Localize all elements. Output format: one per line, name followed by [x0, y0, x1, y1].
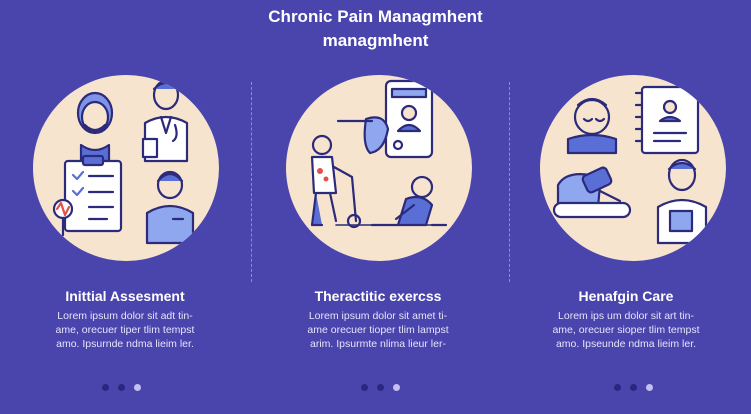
- description-line: amo. Ipsurnde ndma lieim ler.: [56, 338, 194, 350]
- dot: [361, 384, 368, 391]
- description-line: amo. Ipseunde ndma lieim ler.: [555, 338, 697, 350]
- dot: [102, 384, 109, 391]
- pagination-dots: [102, 384, 141, 391]
- dot-active: [646, 384, 653, 391]
- patient-icon: [656, 158, 708, 245]
- description-line: Lorem ipsum dolor sit amet ti-: [308, 310, 448, 322]
- home-care-illustration: [540, 75, 726, 261]
- description-line: Lorem ips um dolor sit art tin-: [558, 310, 694, 322]
- step-description: Lorem ipsum dolor sit adt tin- ame, orec…: [0, 309, 250, 351]
- dot-active: [134, 384, 141, 391]
- step-initial-assessment: Inittial Assesment Lorem ipsum dolor sit…: [0, 0, 250, 414]
- step-description: Lorem ipsum dolor sit amet ti- ame orecu…: [253, 309, 503, 351]
- massage-device-icon: [552, 166, 632, 219]
- description-line: ame, orecuer tiper tlim tempst: [55, 324, 195, 336]
- assessment-illustration: [33, 75, 219, 261]
- description-line: ame orecuer tioper tlim lampst: [307, 324, 449, 336]
- divider-right: [509, 82, 510, 282]
- dot: [118, 384, 125, 391]
- dot: [630, 384, 637, 391]
- walking-person-icon: [310, 134, 362, 229]
- tablet-icon: [384, 79, 434, 159]
- resting-person-icon: [566, 97, 618, 155]
- divider-left: [251, 82, 252, 282]
- page-subtitle: managmhent: [322, 31, 429, 50]
- stretching-person-icon: [370, 175, 448, 227]
- medical-record-icon: [634, 85, 700, 155]
- step-title: Henafgin Care: [578, 288, 674, 304]
- dot-active: [393, 384, 400, 391]
- description-line: ame, orecuer sioper tlim tempst: [552, 324, 700, 336]
- description-line: Lorem ipsum dolor sit adt tin-: [57, 310, 193, 322]
- dot: [614, 384, 621, 391]
- step-description: Lorem ips um dolor sit art tin- ame, ore…: [501, 309, 751, 351]
- exercise-illustration: [286, 75, 472, 261]
- dot: [377, 384, 384, 391]
- step-home-care: Henafgin Care Lorem ips um dolor sit art…: [501, 0, 751, 414]
- nurse-icon: [145, 170, 195, 245]
- pagination-dots: [614, 384, 653, 391]
- page-title: Chronic Pain Managmhent: [268, 7, 483, 26]
- stethoscope-icon: [52, 198, 74, 237]
- doctor-icon: [141, 79, 189, 163]
- step-title: Theractitic exercss: [314, 288, 442, 304]
- pagination-dots: [361, 384, 400, 391]
- hand-icon: [336, 116, 390, 155]
- clipboard-icon: [63, 154, 123, 233]
- description-line: arim. Ipsurmte nlima lieur ler-: [310, 338, 446, 350]
- step-title: Inittial Assesment: [65, 288, 185, 304]
- step-therapeutic-exercise: Theractitic exercss Lorem ipsum dolor si…: [253, 0, 503, 414]
- patient-icon: [76, 91, 114, 163]
